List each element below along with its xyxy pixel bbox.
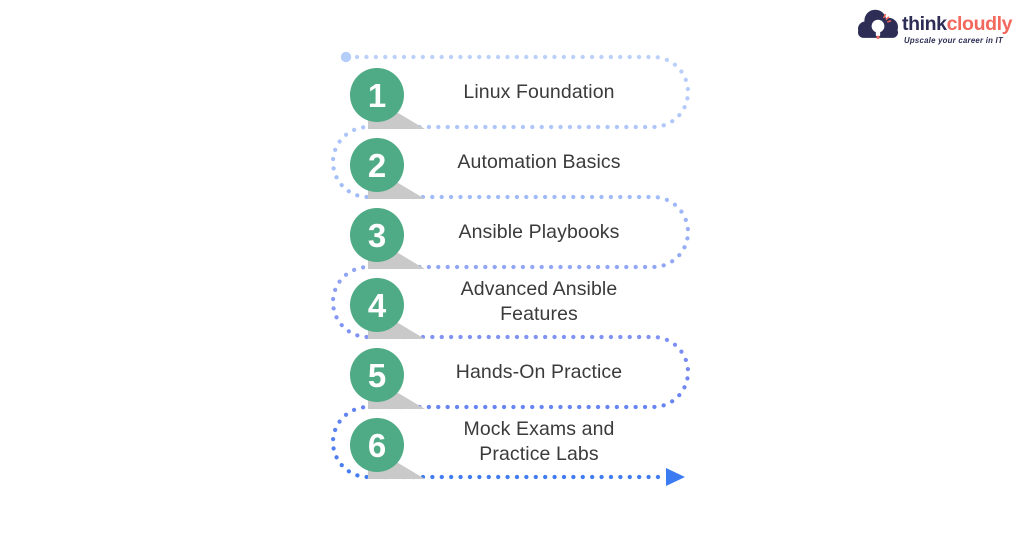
- step-4-label: Advanced Ansible Features: [460, 278, 618, 325]
- thinkcloudly-logo: thinkcloudly Upscale your career in IT: [855, 6, 1015, 50]
- step-6-number: 6: [367, 426, 387, 464]
- flow-end-arrow-icon: [666, 468, 685, 486]
- step-2-label: Automation Basics: [457, 150, 621, 173]
- step-2: 2 Automation Basics: [0, 127, 720, 199]
- step-4-number-badge: 4: [350, 278, 404, 332]
- step-5: 5 Hands-On Practice: [0, 337, 720, 409]
- step-2-number-badge: 2: [350, 138, 404, 192]
- step-4: 4 Advanced Ansible Features: [0, 267, 720, 339]
- step-2-number: 2: [367, 146, 387, 184]
- brand-name-think: think: [902, 13, 947, 35]
- brand-name: thinkcloudly: [902, 13, 1012, 36]
- step-3-number: 3: [367, 216, 387, 254]
- step-5-number: 5: [367, 356, 387, 394]
- step-3-label: Ansible Playbooks: [458, 220, 620, 243]
- dotted-flow-line: [330, 54, 691, 480]
- step-6-label: Mock Exams and Practice Labs: [463, 418, 615, 465]
- step-5-number-badge: 5: [350, 348, 404, 402]
- step-4-number: 4: [367, 286, 387, 324]
- step-1-label: Linux Foundation: [463, 80, 615, 103]
- step-3-number-badge: 3: [350, 208, 404, 262]
- path-start-dot: [340, 51, 352, 63]
- step-1: 1 Linux Foundation: [0, 57, 720, 129]
- step-5-label: Hands-On Practice: [455, 360, 623, 383]
- step-1-number-badge: 1: [350, 68, 404, 122]
- brand-tagline: Upscale your career in IT: [904, 36, 1003, 45]
- step-6: 6 Mock Exams and Practice Labs: [0, 407, 720, 479]
- step-6-number-badge: 6: [350, 418, 404, 472]
- brand-name-cloudly: cloudly: [946, 13, 1013, 35]
- step-1-number: 1: [367, 76, 387, 114]
- step-3: 3 Ansible Playbooks: [0, 197, 720, 269]
- cloud-lightbulb-icon: [858, 9, 898, 39]
